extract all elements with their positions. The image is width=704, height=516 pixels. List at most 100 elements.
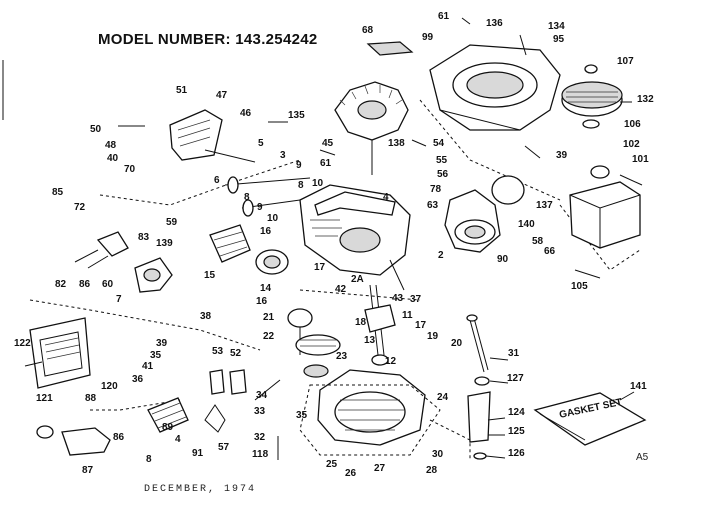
part-callout-125: 125	[508, 426, 525, 437]
part-callout-36: 36	[132, 374, 144, 385]
part-callout-48: 48	[105, 140, 117, 151]
piston-assembly	[287, 308, 341, 378]
part-callout-9: 9	[296, 160, 302, 171]
crankshaft	[364, 284, 396, 366]
part-callout-107: 107	[617, 56, 634, 67]
part-callout-39: 39	[156, 338, 168, 349]
part-callout-15: 15	[204, 270, 216, 281]
part-callout-22: 22	[263, 331, 275, 342]
part-callout-91: 91	[192, 448, 204, 459]
flywheel	[334, 81, 409, 175]
part-callout-88: 88	[85, 393, 97, 404]
part-callout-5: 5	[258, 138, 264, 149]
part-callout-99: 99	[422, 32, 434, 43]
part-callout-102: 102	[623, 139, 640, 150]
air-filter-element	[561, 64, 623, 129]
intake-pipe	[36, 397, 189, 456]
part-callout-7: 7	[116, 294, 122, 305]
part-callout-8: 8	[146, 454, 152, 465]
part-callout-37: 37	[410, 294, 422, 305]
part-callout-13: 13	[364, 335, 376, 346]
fastener-bolts	[118, 17, 601, 460]
part-callout-45: 45	[322, 138, 334, 149]
crankcase-cover	[299, 369, 441, 456]
part-callout-127: 127	[507, 373, 524, 384]
part-callout-23: 23	[336, 351, 348, 362]
part-callout-82: 82	[55, 279, 67, 290]
part-callout-9: 9	[257, 202, 263, 213]
part-callout-38: 38	[200, 311, 212, 322]
air-cleaner-housing	[24, 317, 91, 389]
part-callout-25: 25	[326, 459, 338, 470]
gasket-set-envelope: GASKET SET	[533, 392, 647, 446]
part-callout-47: 47	[216, 90, 228, 101]
part-callout-34: 34	[256, 390, 268, 401]
blower-housing	[429, 44, 561, 131]
part-callout-51: 51	[176, 85, 188, 96]
part-callout-85: 85	[52, 187, 64, 198]
part-callout-68: 68	[362, 25, 374, 36]
part-callout-89: 89	[162, 422, 174, 433]
part-callout-8: 8	[298, 180, 304, 191]
part-callout-27: 27	[374, 463, 386, 474]
ignition-armature	[209, 224, 289, 275]
valve-stems	[204, 149, 311, 217]
part-callout-66: 66	[544, 246, 556, 257]
part-callout-4: 4	[175, 434, 181, 445]
part-callout-32: 32	[254, 432, 266, 443]
part-callout-59: 59	[166, 217, 178, 228]
part-callout-35: 35	[296, 410, 308, 421]
part-callout-106: 106	[624, 119, 641, 130]
part-callout-105: 105	[571, 281, 588, 292]
part-callout-31: 31	[508, 348, 520, 359]
part-callout-39: 39	[556, 150, 568, 161]
model-number-value: 143.254242	[235, 31, 318, 48]
part-callout-95: 95	[553, 34, 565, 45]
part-callout-57: 57	[218, 442, 230, 453]
part-callout-2: 2	[438, 250, 444, 261]
part-callout-2A: 2A	[351, 274, 364, 285]
part-callout-24: 24	[437, 392, 449, 403]
part-callout-141: 141	[630, 381, 647, 392]
part-callout-40: 40	[107, 153, 119, 164]
part-callout-90: 90	[497, 254, 509, 265]
part-callout-10: 10	[267, 213, 279, 224]
part-callout-137: 137	[536, 200, 553, 211]
part-callout-126: 126	[508, 448, 525, 459]
carburetor	[74, 231, 173, 293]
oil-fill-tube	[466, 314, 491, 460]
part-callout-70: 70	[124, 164, 136, 175]
part-callout-120: 120	[101, 381, 118, 392]
engine-block	[299, 184, 411, 276]
part-callout-124: 124	[508, 407, 525, 418]
part-callout-121: 121	[36, 393, 53, 404]
part-callout-54: 54	[433, 138, 445, 149]
part-callout-61: 61	[438, 11, 450, 22]
part-callout-56: 56	[437, 169, 449, 180]
page-code: A5	[636, 452, 649, 463]
part-callout-10: 10	[312, 178, 324, 189]
part-callout-17: 17	[314, 262, 326, 273]
part-callout-43: 43	[392, 293, 404, 304]
part-callout-87: 87	[82, 465, 94, 476]
part-callout-60: 60	[102, 279, 114, 290]
part-callout-20: 20	[451, 338, 463, 349]
part-callout-16: 16	[260, 226, 272, 237]
part-callout-35: 35	[150, 350, 162, 361]
part-callout-41: 41	[142, 361, 154, 372]
part-callout-4: 4	[383, 192, 389, 203]
part-callout-42: 42	[335, 284, 347, 295]
part-callout-138: 138	[388, 138, 405, 149]
part-callout-19: 19	[427, 331, 439, 342]
model-number-label: MODEL NUMBER:	[98, 31, 231, 48]
part-callout-86: 86	[113, 432, 125, 443]
part-callout-55: 55	[436, 155, 448, 166]
part-callout-101: 101	[632, 154, 649, 165]
part-callout-140: 140	[518, 219, 535, 230]
part-callout-33: 33	[254, 406, 266, 417]
nameplate-part	[366, 41, 414, 56]
governor-parts	[204, 369, 247, 433]
